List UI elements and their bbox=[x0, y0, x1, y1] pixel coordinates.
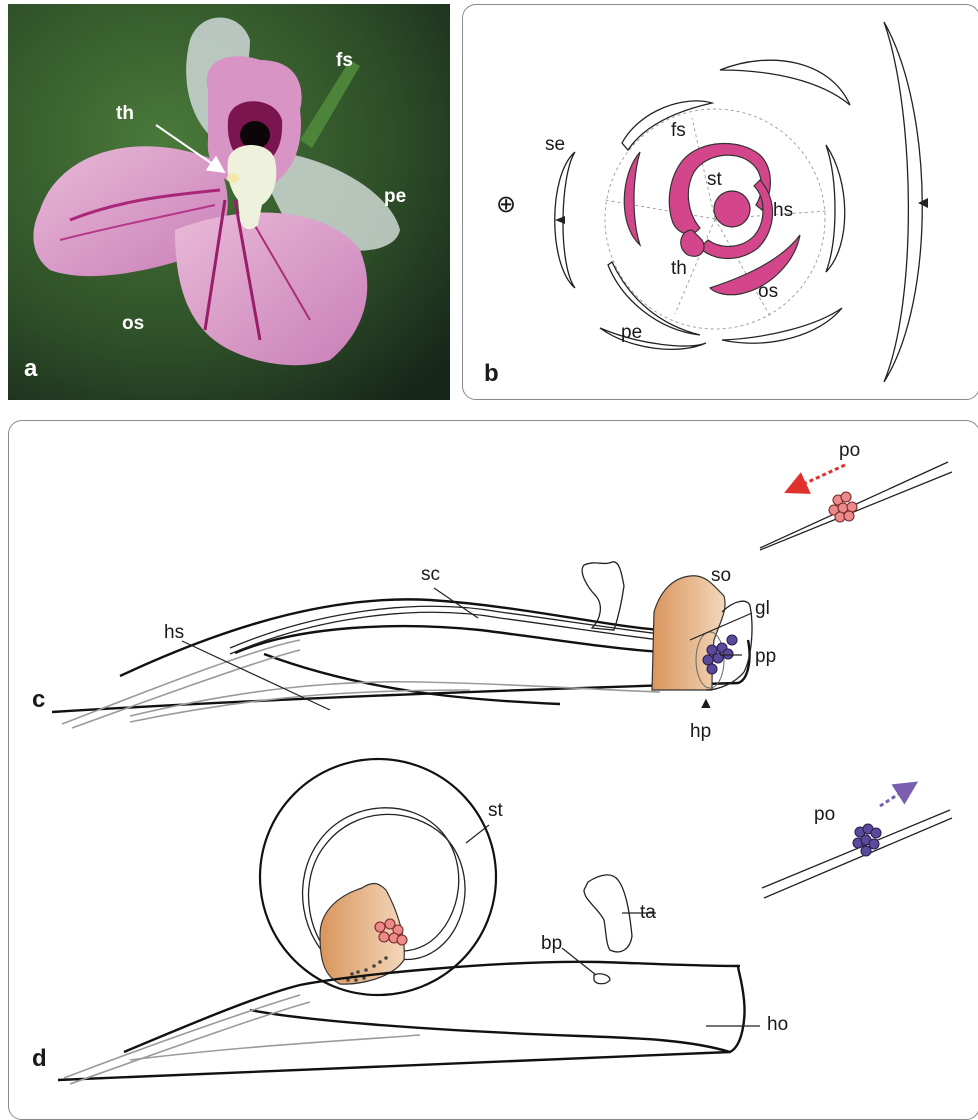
panel-c-label-po: po bbox=[839, 440, 860, 461]
pollen-arrow-red bbox=[795, 465, 845, 488]
panel-c-label-hp: hp bbox=[690, 721, 711, 742]
panel-c-label-so: so bbox=[711, 565, 731, 586]
panel-b-label-os: os bbox=[758, 281, 778, 302]
pollen-arrow-purple bbox=[880, 788, 908, 806]
panel-c-hp-marker: ▲ bbox=[698, 695, 714, 712]
panel-c-diagram bbox=[52, 462, 952, 728]
panel-d-label-po: po bbox=[814, 804, 835, 825]
panel-b-label-st: st bbox=[707, 169, 723, 190]
panel-b-letter: b bbox=[484, 360, 499, 387]
panel-c-label-hs: hs bbox=[164, 622, 184, 643]
panel-c-label-pp: pp bbox=[755, 646, 776, 667]
panel-d-letter: d bbox=[32, 1045, 47, 1072]
panel-d-label-bp: bp bbox=[541, 933, 562, 954]
panel-b-label-fs: fs bbox=[671, 120, 686, 141]
panel-b-label-se: se bbox=[545, 134, 565, 155]
panel-a-letter: a bbox=[24, 355, 38, 382]
panel-c-letter: c bbox=[32, 686, 45, 713]
panel-a-label-fs: fs bbox=[336, 50, 353, 71]
panel-b-label-hs: hs bbox=[773, 200, 793, 221]
panel-b-diagram bbox=[555, 22, 928, 382]
panel-c-label-gl: gl bbox=[755, 598, 770, 619]
panel-c-label-sc: sc bbox=[421, 564, 440, 585]
panel-b-label-pe: pe bbox=[621, 322, 642, 343]
pollen-cluster-red bbox=[829, 492, 857, 522]
panel-b-symbol: ⊕ bbox=[496, 191, 516, 218]
panel-a-label-pe: pe bbox=[384, 186, 406, 207]
panel-a-label-th: th bbox=[116, 103, 134, 124]
panel-a-label-os: os bbox=[122, 313, 144, 334]
panel-b-label-th: th bbox=[671, 258, 687, 279]
panel-d-label-st: st bbox=[488, 800, 504, 821]
panel-d-label-ta: ta bbox=[640, 902, 656, 923]
pollen-cluster-blue-d bbox=[853, 824, 881, 856]
panel-d-label-ho: ho bbox=[767, 1014, 788, 1035]
